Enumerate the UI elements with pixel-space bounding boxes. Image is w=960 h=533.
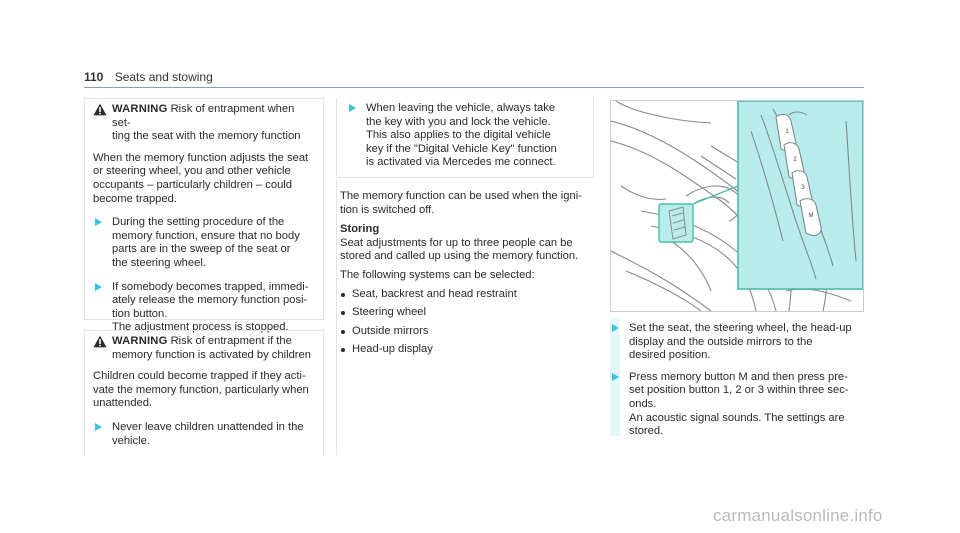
memory-button-3: 3	[801, 185, 805, 191]
watermark: carmanualsonline.info	[713, 506, 883, 525]
warning-box-1: WARNING Risk of entrapment when set- tin…	[84, 98, 324, 333]
column-3: Set the seat, the steering wheel, the he…	[610, 322, 872, 439]
column-divider	[336, 180, 337, 455]
list-item: Seat, backrest and head restraint	[340, 288, 600, 302]
step-arrow-icon	[612, 324, 619, 332]
list-item: Steering wheel	[340, 306, 600, 320]
warning1-step-1: During the setting procedure of the memo…	[93, 216, 313, 270]
warning-title-text-2: Risk of entrapment if the memory functio…	[112, 335, 311, 361]
memory-buttons-illustration: 1 2 3 M	[610, 100, 864, 312]
step-arrow-icon	[95, 422, 102, 431]
systems-intro: The following systems can be selected:	[340, 268, 535, 281]
col3-step-1: Set the seat, the steering wheel, the he…	[610, 322, 872, 363]
memory-button-2: 2	[793, 157, 797, 163]
note-step: When leaving the vehicle, always take th…	[347, 102, 585, 170]
warning-label-2: WARNING	[112, 335, 168, 347]
warning-title-text-1: Risk of entrapment when set- ting the se…	[112, 103, 301, 143]
step-arrow-icon	[95, 218, 102, 227]
warning-label-1: WARNING	[112, 103, 168, 115]
step-text: Press memory button M and then press pre…	[629, 370, 849, 438]
warning-box-2: WARNING Risk of entrapment if the memory…	[84, 330, 324, 455]
col3-step-2: Press memory button M and then press pre…	[610, 371, 872, 439]
header-rule	[84, 87, 864, 88]
step-arrow-icon	[612, 372, 619, 381]
page-number: 110	[84, 70, 104, 84]
step-arrow-icon	[95, 282, 102, 291]
warning1-step-2: If somebody becomes trapped, immedi- ate…	[93, 281, 313, 335]
step-text: If somebody becomes trapped, immedi- ate…	[112, 280, 309, 334]
warning-triangle-icon	[93, 335, 107, 348]
memory-button-1: 1	[785, 129, 789, 135]
door-panel-drawing: 1 2 3 M	[611, 101, 863, 311]
storing-heading: Storing	[340, 223, 380, 236]
memory-intro: The memory function can be used when the…	[340, 190, 582, 216]
note-text: When leaving the vehicle, always take th…	[366, 102, 557, 169]
step-text: Set the seat, the steering wheel, the he…	[629, 322, 852, 362]
systems-list: Seat, backrest and head restraint Steeri…	[340, 288, 600, 357]
warning-triangle-icon	[93, 103, 107, 116]
warning-body-2: Children could become trapped if they ac…	[93, 370, 309, 410]
note-box: When leaving the vehicle, always take th…	[336, 98, 594, 178]
list-item: Head-up display	[340, 343, 600, 357]
warning-body-1: When the memory function adjusts the sea…	[93, 151, 309, 205]
memory-button-m: M	[809, 213, 814, 219]
warning-title-1: WARNING Risk of entrapment when set- tin…	[93, 103, 313, 144]
small-highlight	[658, 203, 694, 243]
step-arrow-icon	[349, 104, 356, 112]
page-header: 110 Seats and stowing	[84, 70, 213, 84]
storing-text: Seat adjustments for up to three people …	[340, 236, 579, 263]
step-text: During the setting procedure of the memo…	[112, 216, 300, 269]
list-item: Outside mirrors	[340, 325, 600, 339]
warning2-step-1: Never leave children unattended in the v…	[93, 421, 313, 448]
step-text: Never leave children unattended in the v…	[112, 420, 304, 447]
section-title: Seats and stowing	[114, 70, 213, 84]
warning-title-2: WARNING Risk of entrapment if the memory…	[93, 335, 313, 362]
column-2: The memory function can be used when the…	[340, 190, 600, 362]
